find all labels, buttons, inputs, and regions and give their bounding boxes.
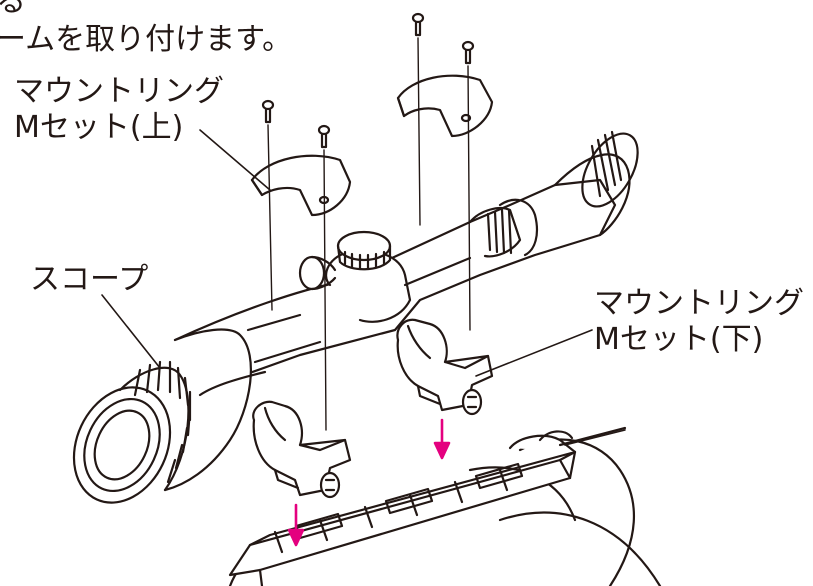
arrow-left	[287, 503, 305, 547]
label-upper-ring-line-1: マウントリング	[14, 74, 224, 109]
screws	[261, 12, 475, 149]
screw-3	[411, 12, 425, 37]
label-lower-ring-line-2: Mセット(下)	[594, 322, 764, 357]
upper-mount-ring-left	[250, 154, 352, 217]
label-upper-ring: マウントリング Mセット(上)	[14, 74, 224, 146]
install-arrows	[287, 418, 451, 547]
intro-line-1: る	[0, 0, 26, 19]
leader-lower	[475, 329, 593, 377]
label-lower-ring-line-1: マウントリング	[594, 286, 804, 321]
leader-upper	[199, 129, 271, 191]
arrow-right	[433, 418, 451, 460]
intro-line-2: ームを取り付けます。	[0, 22, 293, 57]
screw-4	[461, 40, 475, 65]
label-lower-ring: マウントリング Mセット(下)	[594, 286, 804, 358]
upper-mount-ring-right	[396, 74, 494, 138]
lower-mount-ring-left	[252, 400, 352, 499]
label-scope: スコープ	[30, 262, 149, 297]
leader-scope	[101, 294, 161, 369]
intro-text: る ームを取り付けます。	[0, 0, 292, 59]
screw-1	[261, 99, 275, 124]
label-upper-ring-line-2: Mセット(上)	[14, 110, 184, 145]
guide-lines	[267, 37, 471, 431]
lower-mount-ring-right	[396, 318, 494, 416]
screw-2	[317, 124, 331, 149]
leader-lines	[101, 129, 626, 446]
leader-receiver	[564, 429, 626, 446]
